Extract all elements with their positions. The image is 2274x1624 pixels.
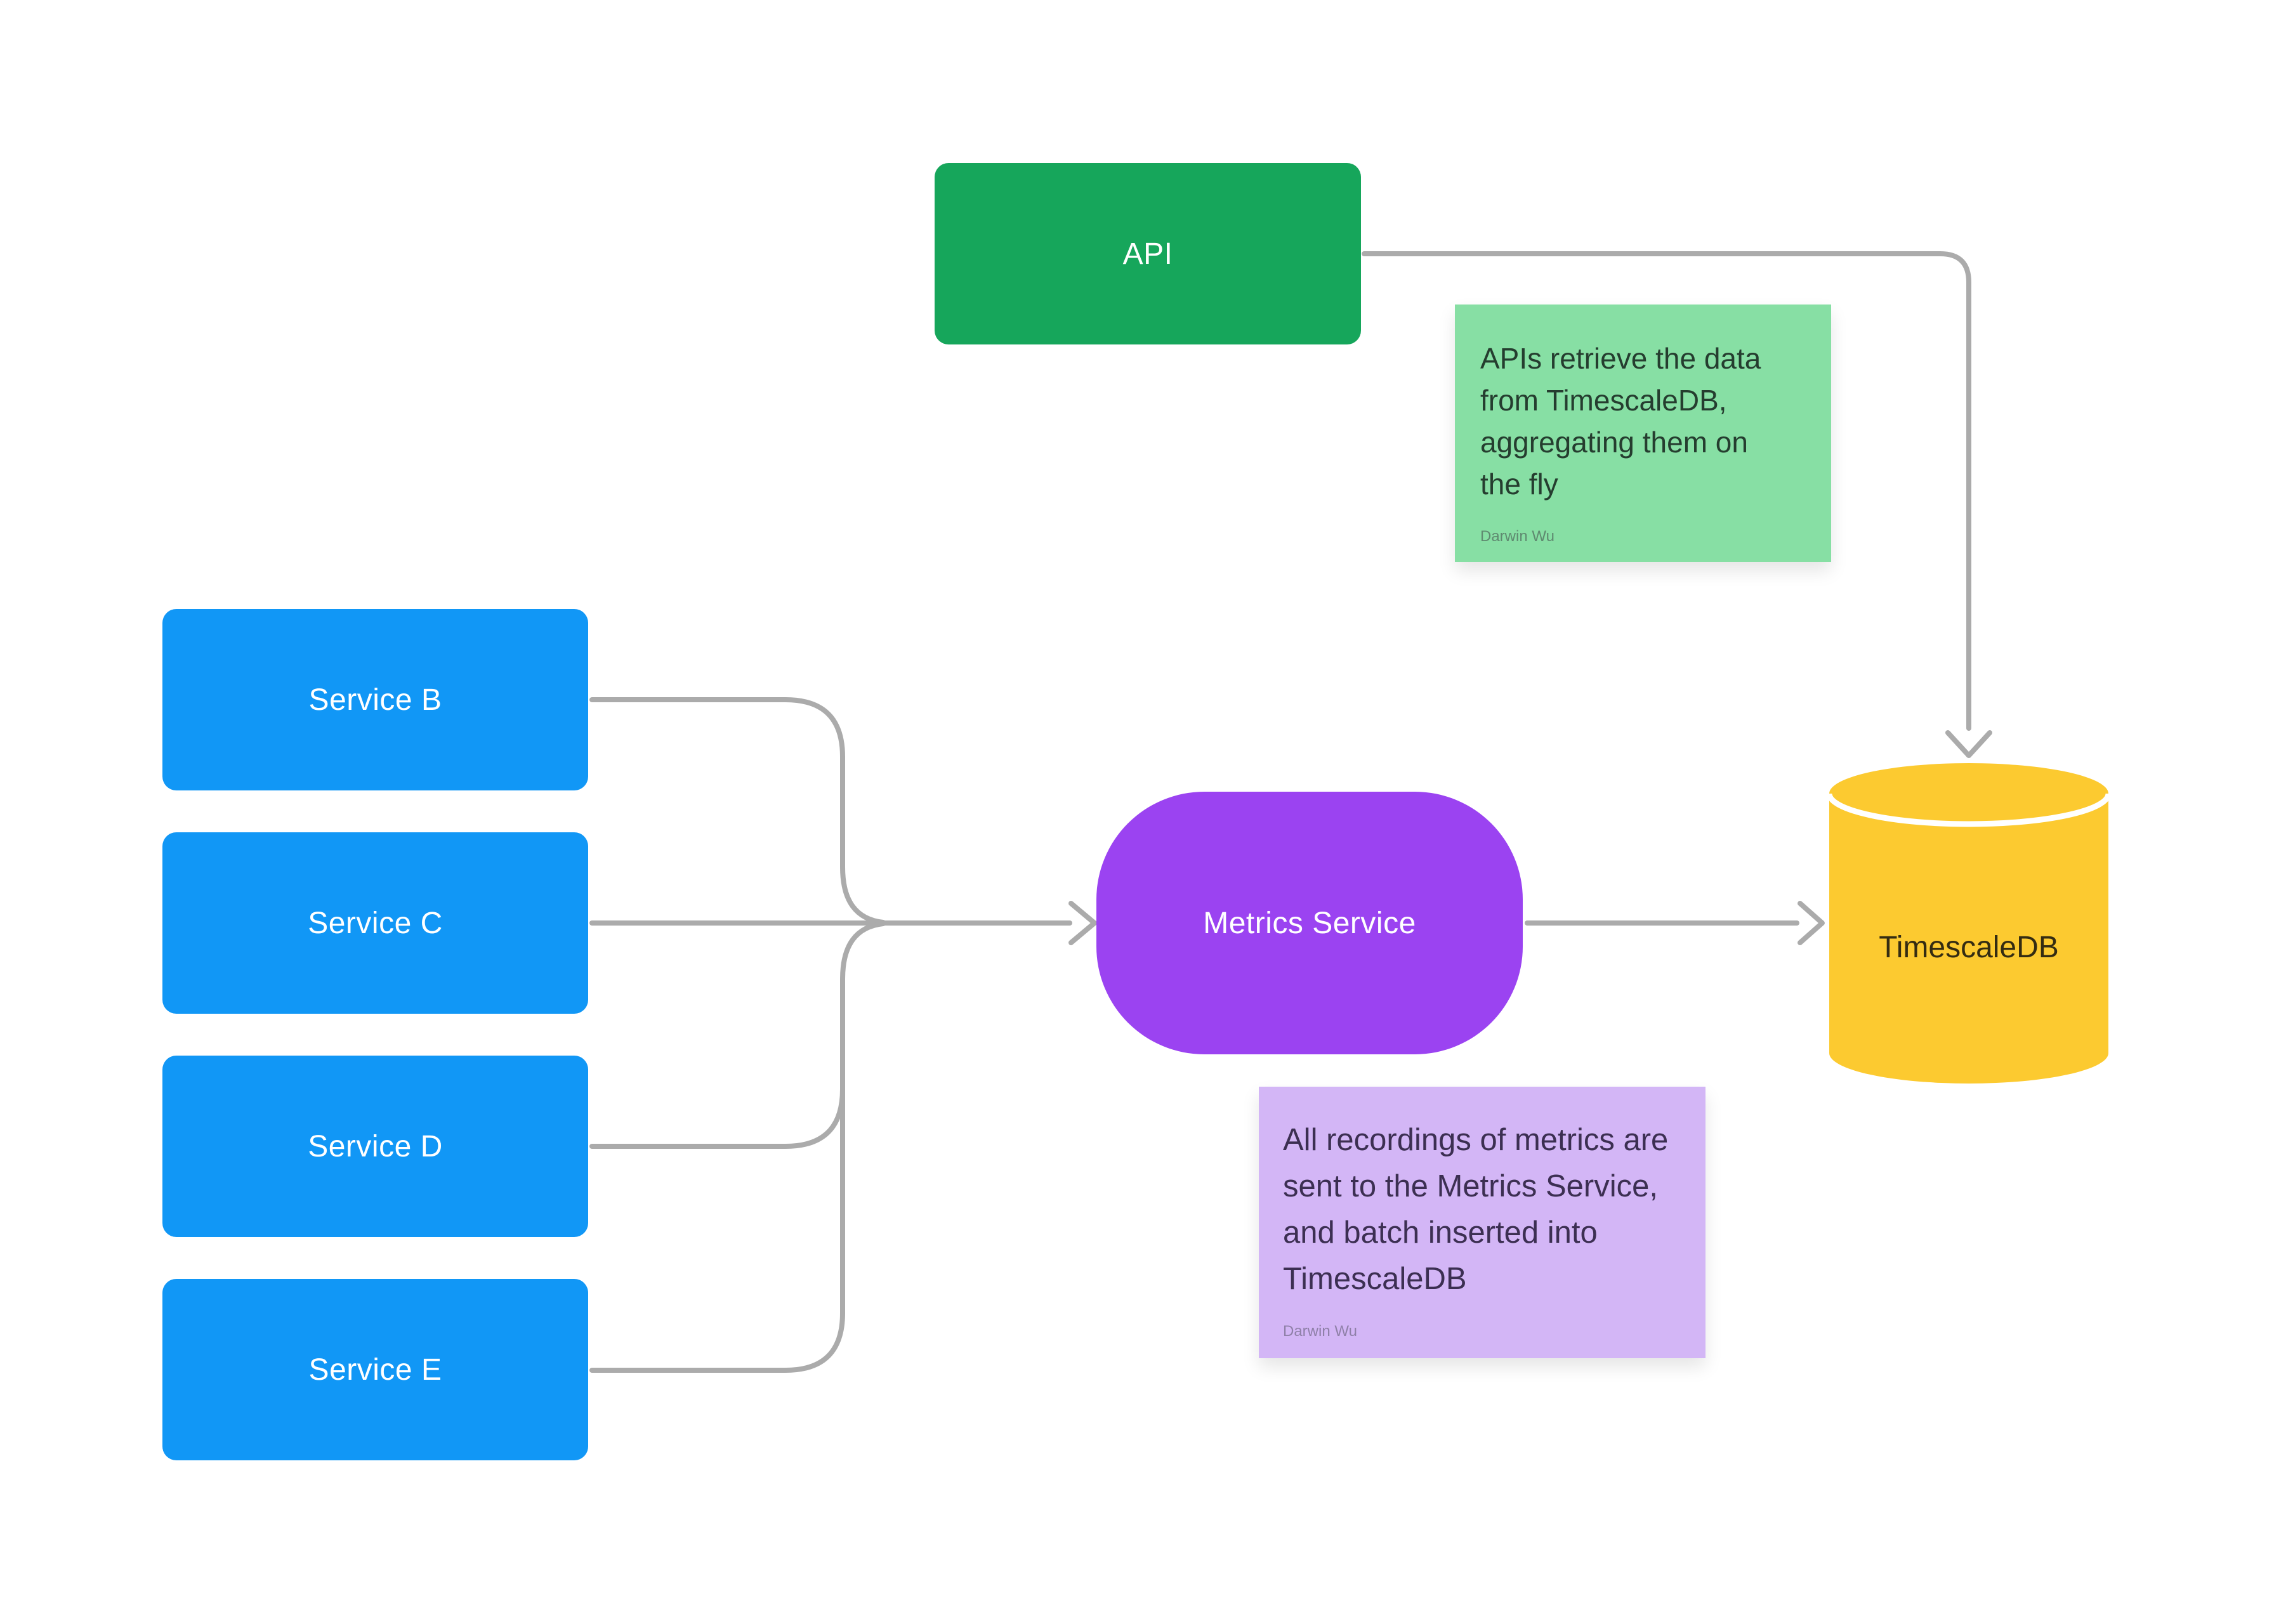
arrowhead-into-metrics-icon <box>1068 901 1097 945</box>
node-service-b-label: Service B <box>308 683 442 717</box>
node-api[interactable]: API <box>935 163 1361 344</box>
edge-service-e-to-metrics[interactable] <box>589 1084 845 1373</box>
sticky-note-metrics-author: Darwin Wu <box>1283 1323 1357 1340</box>
arrowhead-into-db-top-icon <box>1945 730 1992 758</box>
node-service-b[interactable]: Service B <box>162 609 588 790</box>
edge-service-d-to-metrics[interactable] <box>589 921 886 1149</box>
node-service-c[interactable]: Service C <box>162 832 588 1014</box>
node-service-d-label: Service D <box>308 1129 443 1163</box>
sticky-note-metrics-text: All recordings of metrics are sent to th… <box>1283 1123 1669 1296</box>
node-service-c-label: Service C <box>308 906 443 940</box>
sticky-note-metrics[interactable]: All recordings of metrics are sent to th… <box>1259 1087 1705 1358</box>
database-cylinder-icon <box>1826 763 2112 1084</box>
node-timescaledb[interactable]: TimescaleDB <box>1826 763 2112 1087</box>
node-service-e-label: Service E <box>308 1352 442 1387</box>
node-service-e[interactable]: Service E <box>162 1279 588 1460</box>
node-timescaledb-label: TimescaleDB <box>1879 931 2059 964</box>
node-api-label: API <box>1122 237 1173 271</box>
sticky-note-api[interactable]: APIs retrieve the data from TimescaleDB,… <box>1455 304 1831 562</box>
node-service-d[interactable]: Service D <box>162 1056 588 1237</box>
edge-service-b-to-metrics[interactable] <box>589 697 886 925</box>
sticky-note-api-text: APIs retrieve the data from TimescaleDB,… <box>1480 342 1761 501</box>
node-metrics-service-label: Metrics Service <box>1203 906 1416 940</box>
edge-api-to-db[interactable] <box>1362 251 1971 731</box>
arrowhead-into-db-side-icon <box>1798 901 1825 945</box>
node-metrics-service[interactable]: Metrics Service <box>1096 792 1523 1054</box>
sticky-note-api-author: Darwin Wu <box>1480 528 1554 545</box>
